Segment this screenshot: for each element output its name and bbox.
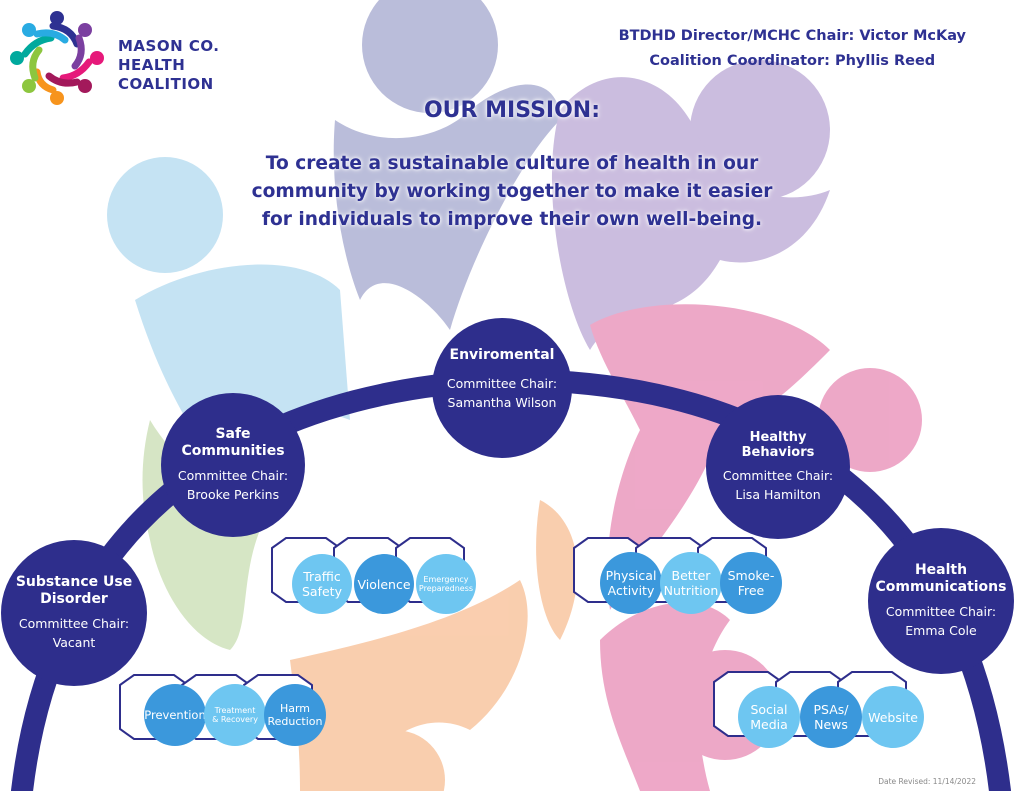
committee-substance-use-disorder: Substance Use Disorder Committee Chair: … [1, 540, 147, 686]
committee-name-line-2: Behaviors [741, 445, 815, 460]
logo-line-2: HEALTH [118, 56, 186, 74]
committee-chair-name: Samantha Wilson [447, 394, 557, 410]
committee-chair-name: Lisa Hamilton [735, 487, 821, 502]
focus-label-1: Emergency [423, 575, 469, 584]
committee-chair-name: Brooke Perkins [186, 487, 280, 502]
focus-label-2: Media [750, 717, 788, 732]
committee-name: Enviromental [449, 346, 555, 363]
coordinator-line: Coalition Coordinator: Phyllis Reed [649, 53, 936, 69]
date-revised: Date Revised: 11/14/2022 [878, 777, 976, 786]
focus-label-1: Physical [605, 568, 657, 583]
leadership-info: BTDHD Director/MCHC Chair: Victor McKay … [619, 24, 966, 74]
focus-website: Website [862, 686, 924, 748]
logo-wordmark: MASON CO. HEALTH COALITION [118, 37, 220, 94]
focus-label-2: Activity [607, 583, 655, 598]
logo-line-1: MASON CO. [118, 37, 220, 55]
focus-label-2: Reduction [267, 715, 323, 728]
committee-safe-communities: Safe Communities Committee Chair: Brooke… [161, 393, 305, 537]
focus-label-2: Nutrition [663, 583, 719, 598]
committee-name-line-1: Healthy [749, 430, 807, 445]
focus-treatment-recovery: Treatment& Recovery [204, 684, 266, 746]
focus-label-2: News [814, 717, 848, 732]
committee-name-line-1: Health [914, 562, 968, 578]
committee-name-line-1: Substance Use [15, 574, 133, 590]
logo-line-3: COALITION [118, 75, 214, 93]
committee-chair-label: Committee Chair: [18, 616, 130, 631]
focus-label-1: Traffic [303, 569, 341, 584]
mission-line-1: To create a sustainable culture of healt… [265, 153, 759, 174]
coalition-logo-icon [10, 11, 104, 105]
committee-chair-label: Committee Chair: [885, 604, 997, 619]
committee-name-line-2: Communications [875, 579, 1007, 595]
committee-healthy-behaviors: Healthy Behaviors Committee Chair: Lisa … [706, 395, 850, 539]
focus-label-1: Smoke- [727, 568, 775, 583]
focus-label-1: Prevention [144, 707, 206, 722]
mission-line-3: for individuals to improve their own wel… [261, 209, 763, 230]
mission-heading: OUR MISSION: [423, 98, 601, 123]
focus-prevention: Prevention [144, 684, 206, 746]
focus-label-1: Violence [357, 576, 411, 592]
mission-line-2: community by working together to make it… [251, 181, 773, 202]
focus-violence: Violence [354, 554, 414, 614]
committee-name-line-2: Communities [181, 443, 285, 459]
focus-label-1: Better [671, 568, 711, 583]
committee-health-communications: Health Communications Committee Chair: E… [868, 528, 1014, 674]
committee-name-line-2: Disorder [40, 591, 108, 607]
focus-label-1: Harm [279, 702, 311, 715]
mission-statement: To create a sustainable culture of healt… [222, 150, 802, 234]
focus-label-2: & Recovery [212, 715, 258, 724]
focus-label-1: Treatment [214, 706, 256, 715]
director-line: BTDHD Director/MCHC Chair: Victor McKay [618, 28, 966, 44]
committee-chair-label: Committee Chair: [722, 468, 834, 483]
committee-environmental: Enviromental Committee Chair: Samantha W… [432, 318, 572, 458]
focus-label-1: Social [750, 702, 788, 717]
committee-chair-name: Emma Cole [905, 623, 977, 638]
committee-chair-label: Committee Chair: [177, 468, 289, 483]
focus-label-2: Preparedness [418, 584, 474, 593]
focus-psas-news: PSAs/News [800, 686, 862, 748]
committee-chair-name: Vacant [52, 635, 96, 650]
focus-label-1: PSAs/ [813, 702, 849, 717]
focus-label-1: Website [868, 709, 918, 725]
focus-smoke-free: Smoke-Free [720, 552, 782, 614]
committee-chair-label: Committee Chair: [446, 375, 558, 391]
focus-label-2: Free [737, 583, 765, 598]
committee-name-line-1: Safe [215, 426, 251, 442]
focus-label-2: Safety [302, 584, 342, 599]
